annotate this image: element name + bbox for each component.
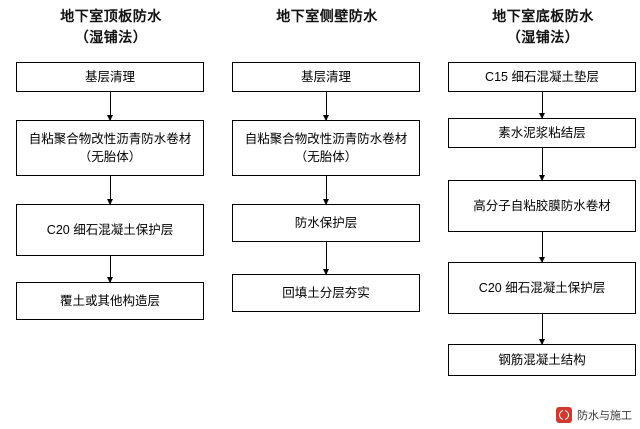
flow-node: 自粘聚合物改性沥青防水卷材（无胎体） bbox=[16, 120, 204, 176]
flowchart-column-roof-slab: 地下室顶板防水 （湿铺法） 基层清理 自粘聚合物改性沥青防水卷材（无胎体） C2… bbox=[16, 0, 206, 320]
flow-arrow bbox=[539, 314, 545, 345]
flow-node: 覆土或其他构造层 bbox=[16, 282, 204, 320]
flow-node: 基层清理 bbox=[232, 62, 420, 92]
flowchart-column-bottom-slab: 地下室底板防水 （湿铺法） C15 细石混凝土垫层 素水泥浆粘结层 高分子自粘胶… bbox=[448, 0, 638, 376]
flow-arrow bbox=[107, 176, 113, 205]
flow-node: 素水泥浆粘结层 bbox=[448, 118, 636, 148]
flowchart-column-side-wall: 地下室侧壁防水 基层清理 自粘聚合物改性沥青防水卷材（无胎体） 防水保护层 回填… bbox=[232, 0, 422, 312]
flow-arrow bbox=[323, 92, 329, 121]
column-title-line1: 地下室顶板防水 bbox=[60, 8, 162, 24]
column-title-line1: 地下室侧壁防水 bbox=[276, 8, 378, 24]
flow-arrow bbox=[323, 176, 329, 205]
flow-arrow bbox=[539, 232, 545, 263]
flow-node: 回填土分层夯实 bbox=[232, 274, 420, 312]
flow-node: C15 细石混凝土垫层 bbox=[448, 62, 636, 92]
flow-node: 钢筋混凝土结构 bbox=[448, 344, 636, 376]
flow-arrow bbox=[539, 92, 545, 119]
wechat-account-logo-icon bbox=[556, 407, 572, 423]
flow-arrow bbox=[107, 92, 113, 121]
watermark: 防水与施工 bbox=[556, 407, 632, 423]
column-title: 地下室顶板防水 （湿铺法） bbox=[16, 0, 206, 48]
flow-node: 基层清理 bbox=[16, 62, 204, 92]
flow-arrow bbox=[107, 256, 113, 283]
column-title-line2: （湿铺法） bbox=[74, 29, 148, 45]
flow-arrow bbox=[323, 242, 329, 275]
column-title-line2: （湿铺法） bbox=[506, 29, 580, 45]
flow-node: 防水保护层 bbox=[232, 204, 420, 242]
column-title: 地下室底板防水 （湿铺法） bbox=[448, 0, 638, 48]
flow-node: 自粘聚合物改性沥青防水卷材（无胎体） bbox=[232, 120, 420, 176]
flow-node: 高分子自粘胶膜防水卷材 bbox=[448, 180, 636, 232]
flow-node: C20 细石混凝土保护层 bbox=[448, 262, 636, 314]
column-title-line1: 地下室底板防水 bbox=[492, 8, 594, 24]
flow-arrow bbox=[539, 148, 545, 181]
column-title: 地下室侧壁防水 bbox=[232, 0, 422, 27]
watermark-label: 防水与施工 bbox=[577, 410, 632, 422]
flow-node: C20 细石混凝土保护层 bbox=[16, 204, 204, 256]
